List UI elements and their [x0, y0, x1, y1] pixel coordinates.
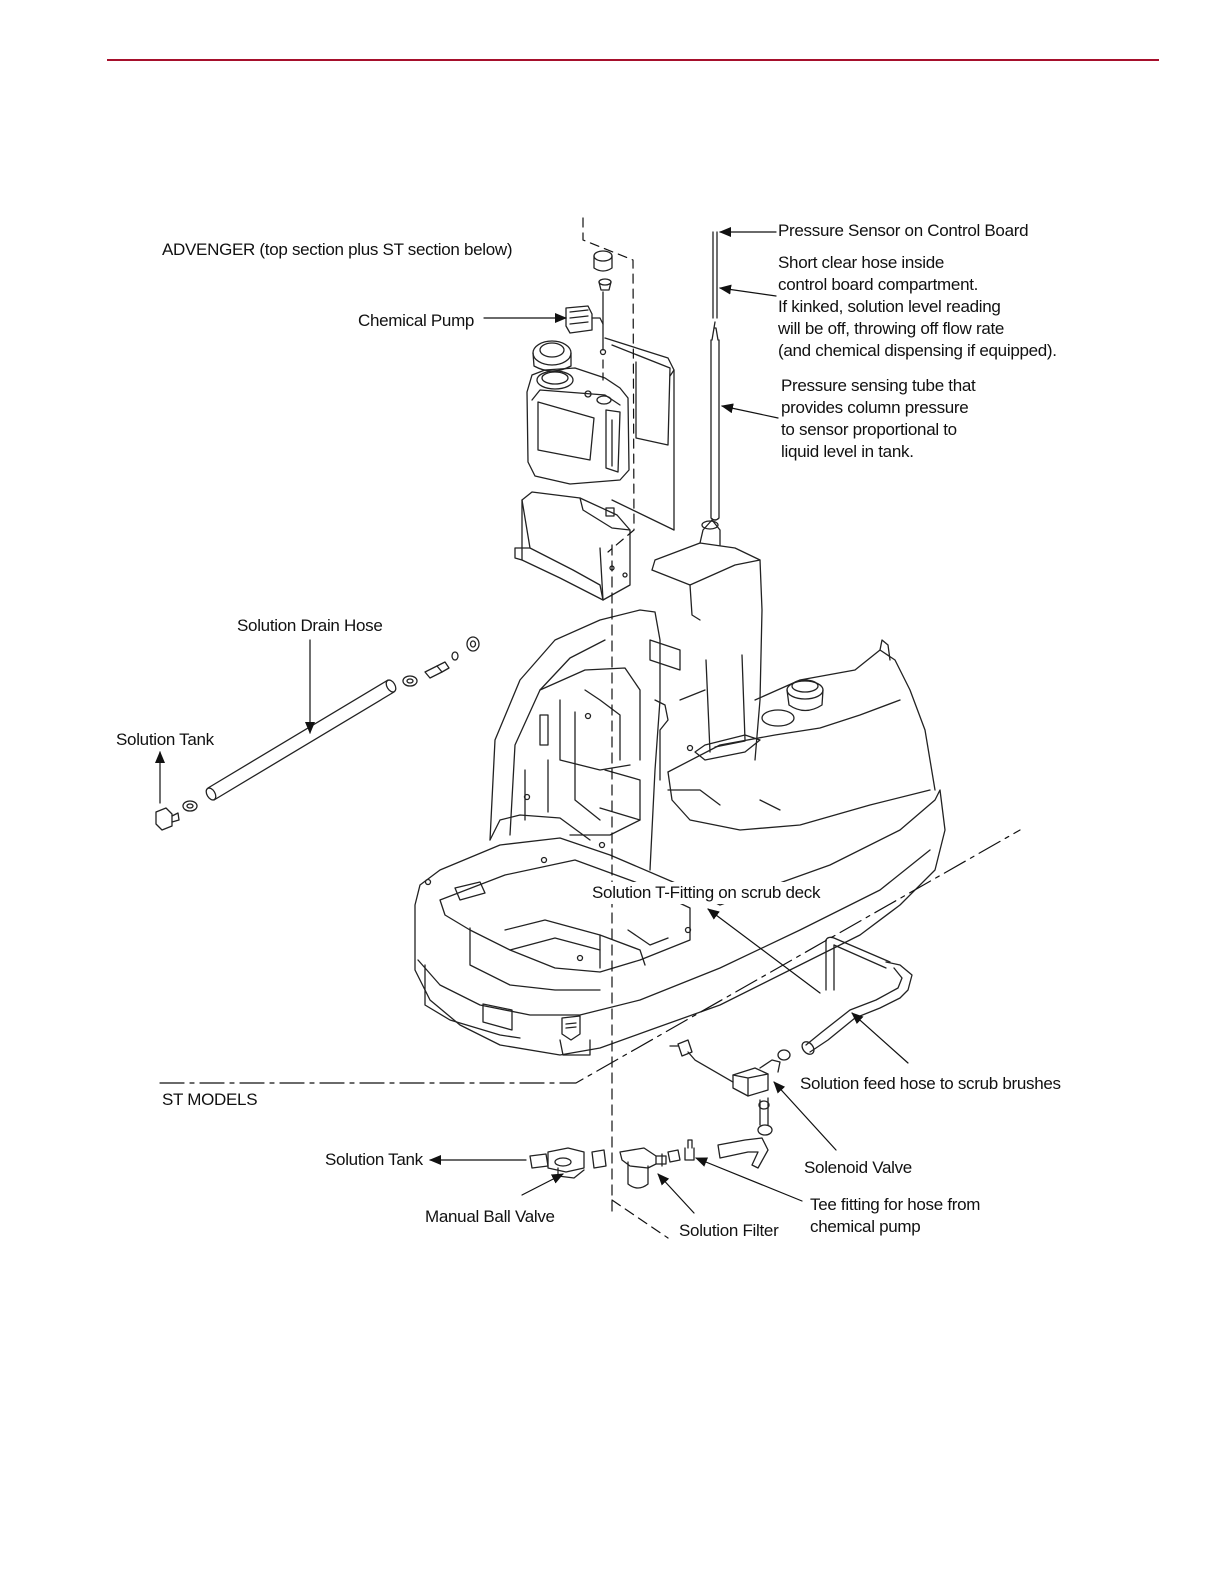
solution-tank-lower-label: Solution Tank [325, 1150, 423, 1169]
st-models-label: ST MODELS [162, 1090, 258, 1109]
st-lower-parts-drawing [529, 936, 913, 1189]
scrubber-body-drawing [414, 519, 946, 1056]
header-rule [107, 59, 1159, 61]
solenoid-valve-label: Solenoid Valve [804, 1158, 912, 1177]
short-clear-hose-note: Short clear hose inside control board co… [778, 253, 1057, 360]
advenger-parts-drawing [514, 231, 720, 601]
advenger-section-title: ADVENGER (top section plus ST section be… [162, 240, 513, 259]
solution-filter-label: Solution Filter [679, 1221, 779, 1240]
drain-hose-parts-drawing [155, 636, 480, 831]
solution-drain-hose-label: Solution Drain Hose [237, 616, 383, 635]
chemical-pump-label: Chemical Pump [358, 311, 475, 330]
leader-arrows [155, 227, 909, 1214]
tee-fitting-note: Tee fitting for hose from chemical pump [810, 1195, 981, 1236]
solution-feed-hose-label: Solution feed hose to scrub brushes [800, 1074, 1061, 1093]
section-lines [159, 217, 1021, 1239]
pressure-sensing-tube-note: Pressure sensing tube that provides colu… [781, 376, 976, 461]
solution-tank-upper-label: Solution Tank [116, 730, 214, 749]
manual-ball-valve-label: Manual Ball Valve [425, 1207, 555, 1226]
solution-t-fitting-label: Solution T-Fitting on scrub deck [590, 882, 823, 904]
pressure-sensor-label: Pressure Sensor on Control Board [778, 221, 1029, 240]
